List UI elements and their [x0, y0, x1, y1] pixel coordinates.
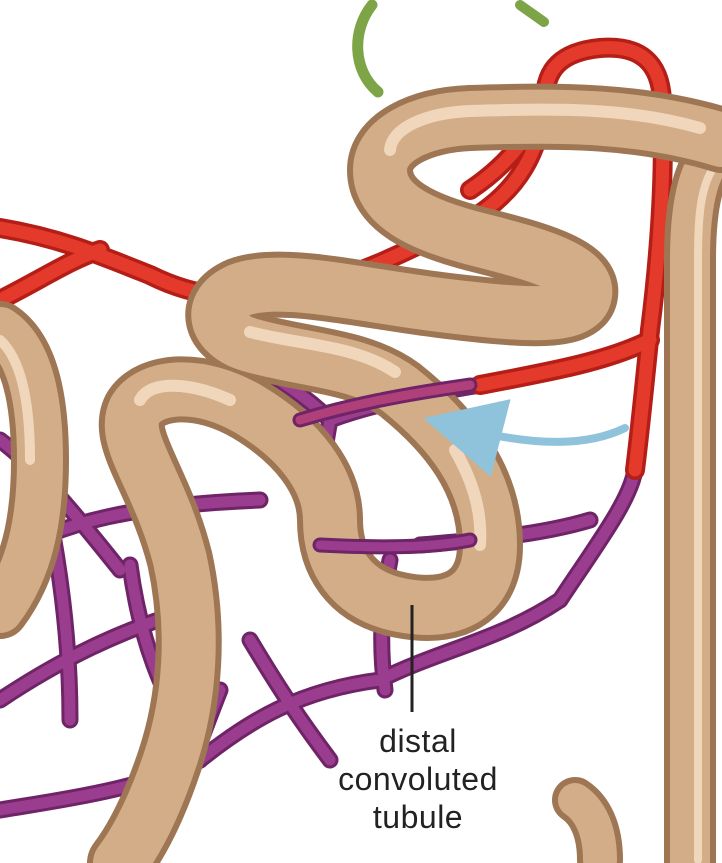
label-line-1: distal — [318, 722, 518, 760]
distal-convoluted-tubule-label: distal convoluted tubule — [318, 722, 518, 836]
label-line-3: tubule — [318, 798, 518, 836]
left-tubule-segment — [0, 330, 40, 610]
label-line-2: convoluted — [318, 760, 518, 798]
green-capsule-arc — [358, 5, 544, 92]
